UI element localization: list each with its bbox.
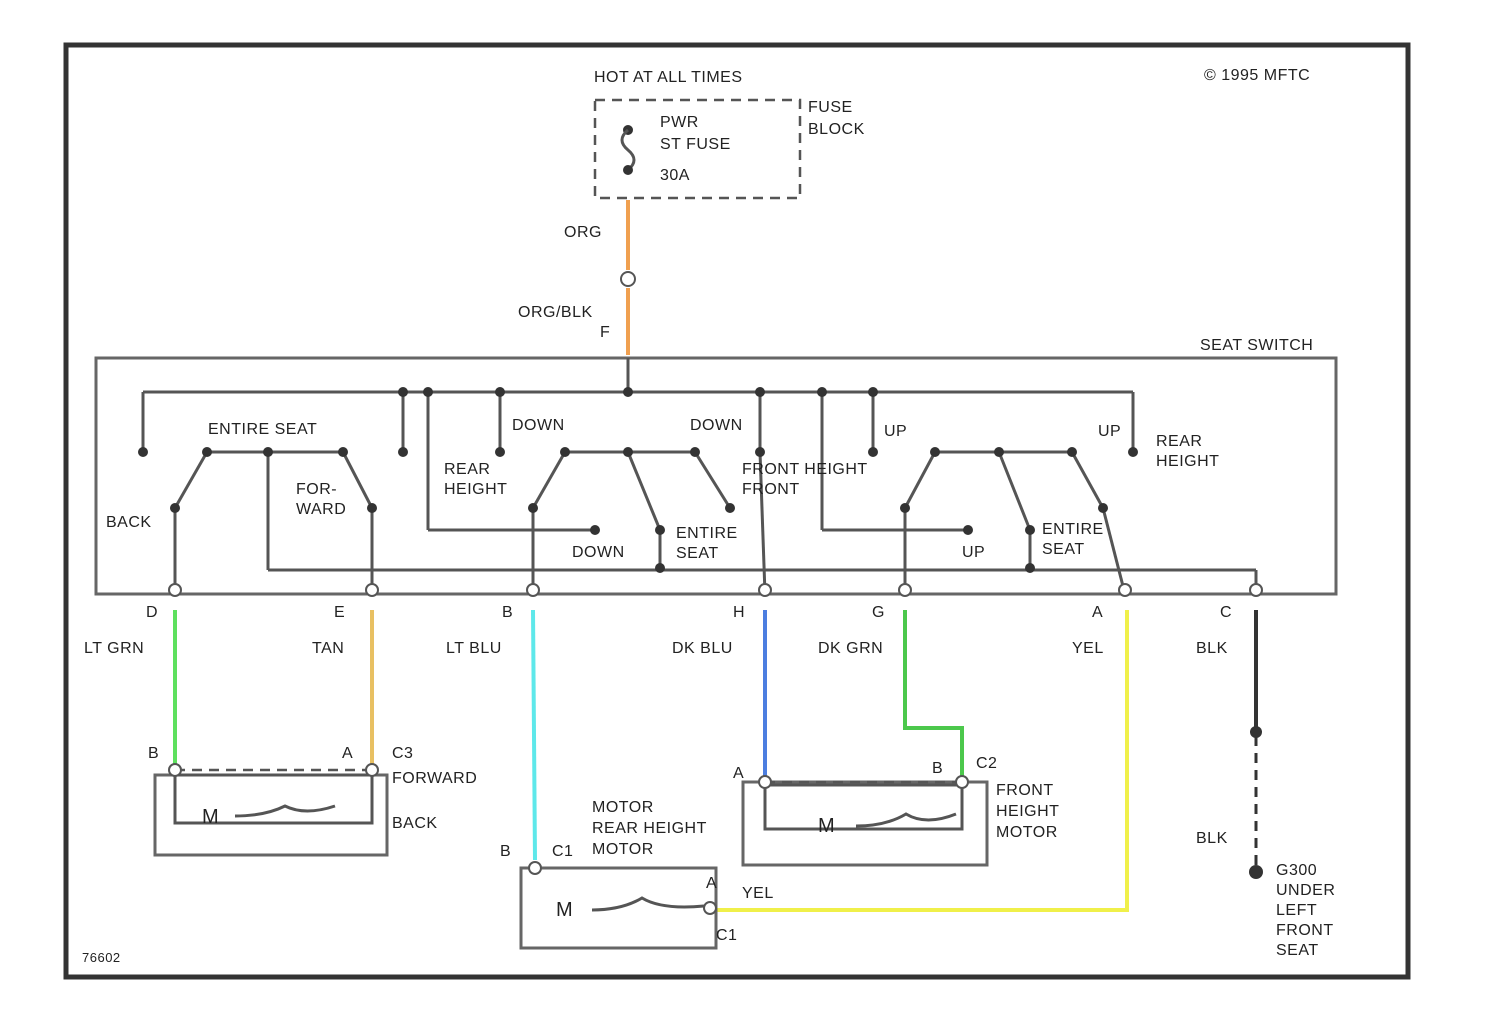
forward-motor-pin-b [169,764,181,776]
rear-motor-pin-b [529,862,541,874]
fuse-terminal-bottom [623,165,633,175]
pin-h: H [733,604,745,621]
forward-motor-connector-label: C3 [392,745,413,762]
supply-pin-label: F [600,324,610,341]
label-entire-seat-right: ENTIRE [1042,521,1104,538]
wire-lt-blu [533,610,535,860]
front-motor-symbol: M [818,815,835,837]
pin-e: E [334,604,345,621]
forward-motor-pin-a [366,764,378,776]
ground-splice [1250,726,1262,738]
rear-motor-winding [592,898,704,910]
label-up-2: UP [962,544,985,561]
front-motor-pin-b-label: B [932,760,943,777]
seat-switch-title: SEAT SWITCH [1200,337,1313,354]
fuse-rating: 30A [660,167,690,184]
ground-name-4: FRONT [1276,922,1334,939]
front-motor-name-3: MOTOR [996,824,1058,841]
forward-motor-label-back: BACK [392,815,438,832]
label-rear-height-right: REAR [1156,433,1202,450]
rear-motor-symbol: M [556,899,573,921]
front-motor-name-1: FRONT [996,782,1054,799]
forward-motor-winding [235,806,335,816]
rear-motor-pin-a [704,902,716,914]
fuse-block-label-2: BLOCK [808,121,865,138]
label-rear-height-right-2: HEIGHT [1156,453,1219,470]
front-motor-name-2: HEIGHT [996,803,1059,820]
label-entire-seat-mid-2: SEAT [676,545,719,562]
wire-label-dk-grn: DK GRN [818,640,883,657]
rear-motor-pin-a-label: A [706,875,717,892]
label-forward: FOR- [296,481,337,498]
rear-motor-pin-b-label: B [500,843,511,860]
hot-at-all-times-label: HOT AT ALL TIMES [594,69,743,86]
wire-label-lt-blu: LT BLU [446,640,502,657]
pin-b: B [502,604,513,621]
front-motor-pin-b [956,776,968,788]
rear-motor-name-1: MOTOR [592,799,654,816]
pin-a: A [1092,604,1103,621]
wire-label-tan: TAN [312,640,344,657]
rear-motor-yel-label: YEL [742,885,774,902]
fuse-block-label: FUSE [808,99,853,116]
rear-motor-name-3: MOTOR [592,841,654,858]
label-rear-height-left: REAR [444,461,490,478]
label-front-height-2: FRONT [742,481,800,498]
front-motor-pin-a [759,776,771,788]
forward-motor-box [155,775,387,855]
label-down-2: DOWN [690,417,743,434]
rear-motor-name-2: REAR HEIGHT [592,820,707,837]
label-forward-2: WARD [296,501,346,518]
supply-wire-label-2: ORG/BLK [518,304,593,321]
label-down-1: DOWN [512,417,565,434]
pin-c: C [1220,604,1232,621]
forward-motor-label-forward: FORWARD [392,770,477,787]
forward-motor-pin-a-label: A [342,745,353,762]
front-motor-inner [765,785,962,829]
forward-motor-pin-b-label: B [148,745,159,762]
ground-name-5: SEAT [1276,942,1319,959]
supply-connector [621,272,635,286]
wire-label-lt-grn: LT GRN [84,640,144,657]
rear-motor-connector-bottom: C1 [716,927,737,944]
front-motor-connector-label: C2 [976,755,997,772]
rear-motor-connector-top: C1 [552,843,573,860]
ground-name-3: LEFT [1276,902,1317,919]
pin-d: D [146,604,158,621]
wire-label-blk: BLK [1196,640,1228,657]
label-back: BACK [106,514,152,531]
label-entire-seat-mid: ENTIRE [676,525,738,542]
ground-name-2: UNDER [1276,882,1335,899]
fuse-symbol [622,130,634,170]
fuse-name: PWR [660,114,699,131]
supply-wire-label: ORG [564,224,602,241]
front-motor-winding [856,814,956,826]
ground-name-1: G300 [1276,862,1317,879]
ground-point [1249,865,1263,879]
fuse-name-2: ST FUSE [660,136,731,153]
diagram-id: 76602 [82,950,121,965]
copyright-label: © 1995 MFTC [1204,67,1310,84]
label-up-3: UP [1098,423,1121,440]
forward-motor-symbol: M [202,806,219,828]
ground-wire-label: BLK [1196,830,1228,847]
front-motor-pin-a-label: A [733,765,744,782]
wire-label-yel: YEL [1072,640,1104,657]
wire-label-dk-blu: DK BLU [672,640,733,657]
label-front-height: FRONT HEIGHT [742,461,868,478]
label-rear-height-left-2: HEIGHT [444,481,507,498]
label-down-3: DOWN [572,544,625,561]
front-motor-box [743,782,987,865]
label-entire-seat-right-2: SEAT [1042,541,1085,558]
label-up-1: UP [884,423,907,440]
wire-dk-grn [905,610,962,778]
label-entire-seat-top: ENTIRE SEAT [208,421,317,438]
pin-g: G [872,604,885,621]
